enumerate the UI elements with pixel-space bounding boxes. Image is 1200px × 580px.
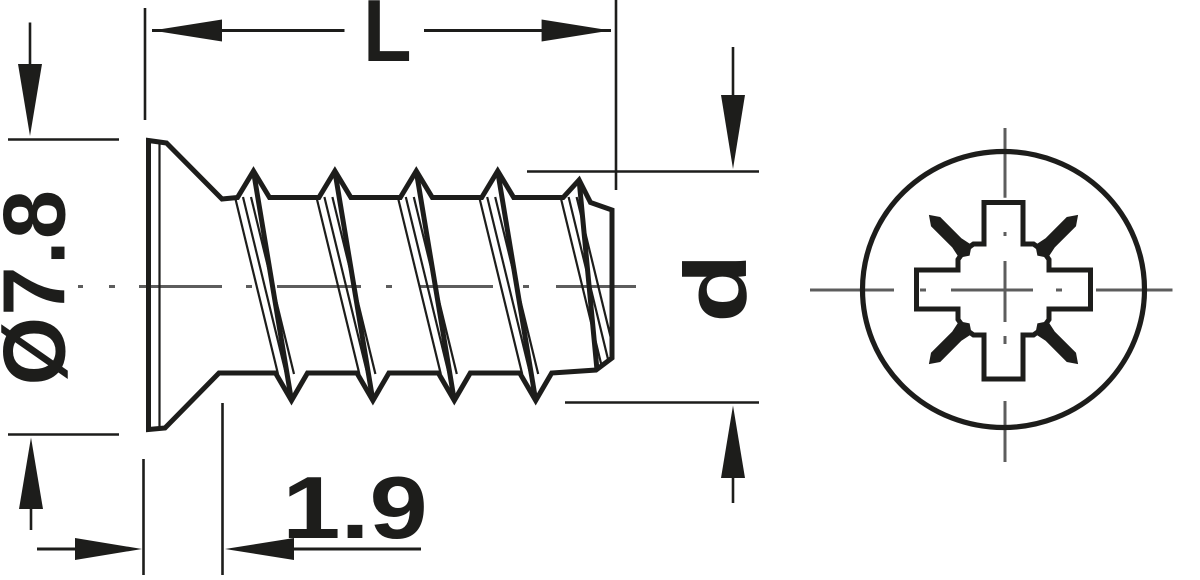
svg-text:Ø7.8: Ø7.8 (0, 189, 84, 386)
svg-text:d: d (667, 253, 765, 323)
svg-text:1.9: 1.9 (282, 459, 428, 557)
svg-text:L: L (363, 0, 411, 80)
